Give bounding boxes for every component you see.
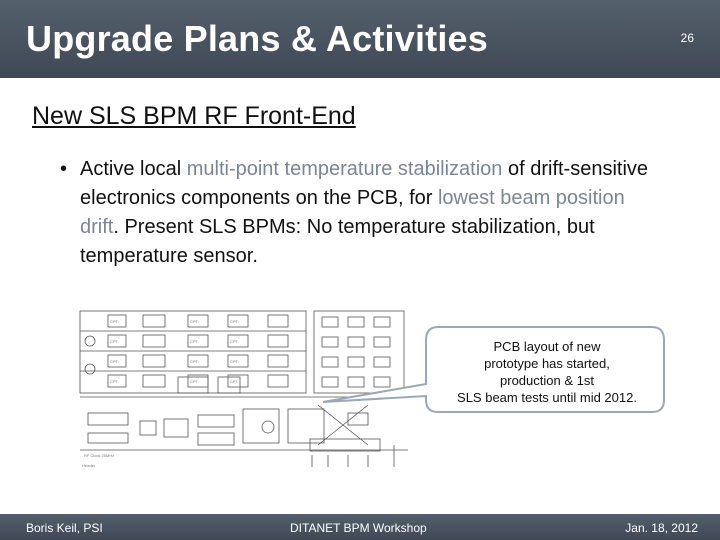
svg-text:CPT: CPT: [110, 339, 119, 344]
callout-line: production & 1st: [500, 373, 594, 388]
bullet-highlight: multi-point temperature stabilization: [186, 158, 503, 180]
callout-line: SLS beam tests until mid 2012.: [457, 390, 637, 405]
bullet-text-part: of drift-sensitive electronics component…: [80, 158, 649, 209]
bullet-text: Active local multi-point temperature sta…: [60, 155, 660, 271]
footer-event: DITANET BPM Workshop: [290, 521, 427, 535]
svg-text:CPT: CPT: [230, 339, 239, 344]
bullet-highlight: lowest beam position drift: [80, 187, 625, 238]
footer-bar: Boris Keil, PSI DITANET BPM Workshop Jan…: [0, 514, 720, 540]
svg-text:CPT: CPT: [190, 379, 199, 384]
rf-frontend-schematic-image: CPT CPT CPT CPT CPT CPT CPT CPT CPT CPT CPT CPT R…: [79, 310, 408, 468]
bullet-text-part: Active local: [80, 158, 187, 180]
bullet-marker: •: [60, 158, 68, 180]
svg-text:CPT: CPT: [230, 359, 239, 364]
title-bar: Upgrade Plans & Activities 26: [0, 0, 720, 78]
svg-text:CPT: CPT: [230, 319, 239, 324]
callout-text: PCB layout of new prototype has started,…: [432, 338, 662, 406]
bullet-point: • Active local multi-point temperature s…: [60, 155, 660, 271]
svg-text:CPT: CPT: [190, 319, 199, 324]
svg-text:CPT: CPT: [110, 359, 119, 364]
bullet-text-part: . Present SLS BPMs: No temperature stabi…: [80, 216, 595, 267]
callout-line: PCB layout of new: [493, 339, 601, 354]
svg-text:CPT: CPT: [110, 379, 119, 384]
callout-line: prototype has started,: [484, 356, 610, 371]
svg-text:CPT: CPT: [190, 339, 199, 344]
svg-text:CPT: CPT: [190, 359, 199, 364]
svg-text:CPT: CPT: [230, 379, 239, 384]
svg-text:CPT: CPT: [110, 319, 119, 324]
slide-subtitle: New SLS BPM RF Front-End: [32, 102, 356, 130]
page-number: 26: [680, 31, 694, 45]
svg-text:RF Clock 25MHz: RF Clock 25MHz: [84, 453, 114, 458]
footer-author: Boris Keil, PSI: [26, 521, 103, 535]
svg-text:Header: Header: [82, 463, 96, 468]
slide-title: Upgrade Plans & Activities: [26, 18, 489, 59]
footer-date: Jan. 18, 2012: [625, 521, 698, 535]
